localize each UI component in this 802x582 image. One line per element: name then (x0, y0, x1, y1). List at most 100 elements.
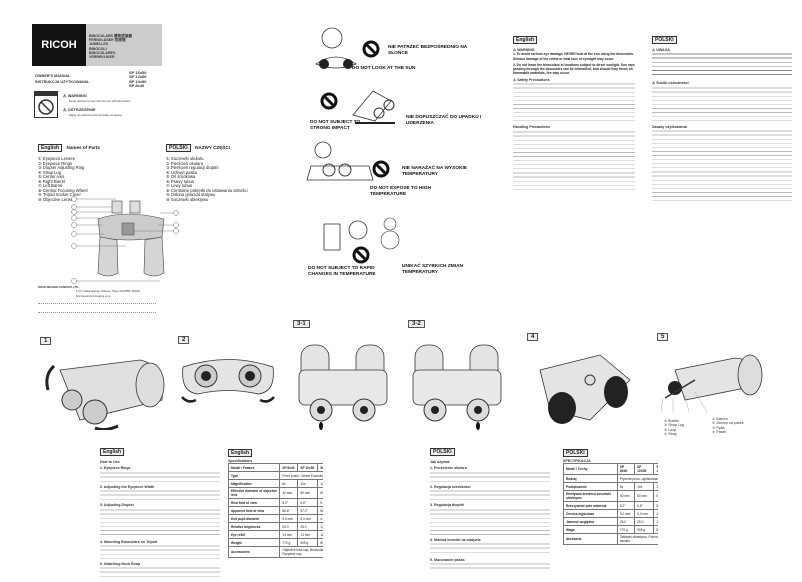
warning-title-text: WARNING (67, 93, 88, 98)
warning-temp-change-pl: UNIKAĆ SZYBKICH ZMIAN TEMPERATURY (402, 264, 464, 275)
product-name: BINOCULARES (89, 50, 116, 55)
brand-logo-block: RICOH (32, 24, 86, 66)
part-item: ① Eyepiece Lenses (38, 156, 75, 161)
prohibition-icon (352, 246, 370, 264)
figure-1-eyepiece-rings (45, 359, 165, 430)
spec-cell: 770 g (279, 538, 299, 548)
figure-2-eyepiece-width (181, 359, 275, 403)
spec-cell: 8x (616, 482, 636, 492)
figure-label: 5 (657, 333, 669, 341)
section-title: Specifications (228, 459, 253, 463)
spec-cell: Jasność względna (563, 517, 618, 527)
spec-cell: Rodzaj (563, 474, 618, 484)
howto-step: 3. Adjusting Diopter (100, 503, 135, 508)
figure-3-2-diopter (412, 344, 502, 430)
howto-step: 1. Pierścienie okularu (430, 466, 467, 471)
spec-cell: 57.0° (297, 506, 319, 516)
safety-heading: ⚠ Safety Precautions (513, 77, 550, 82)
spec-cell: 17.6 (317, 522, 323, 532)
handling-heading: Zasady użytkowania (652, 124, 687, 129)
spec-cell: 25.0 (297, 522, 319, 532)
warning-heat-en: DO NOT EXPOSE TO HIGH TEMPERATURE (370, 186, 431, 197)
spec-cell: Porro prism, Center Focusing (279, 471, 323, 481)
spec-cell: 25.0 (616, 517, 636, 527)
legend-item: ② Strap Lug (664, 423, 684, 428)
spec-cell: Źrenica wyjściowa (563, 509, 618, 519)
sun-binoculars-illustration (315, 27, 357, 69)
spec-cell: 10x (634, 482, 655, 492)
legend-item: ② Zaczep na pasek (712, 421, 744, 426)
howto-pl: POLSKI Jak używać 1. Pierścienie okularu… (430, 440, 550, 574)
spec-cell: 12x (653, 482, 658, 492)
spec-cell: 12x (317, 479, 323, 489)
spec-header: Model / Cechy (563, 463, 618, 476)
language-tag: POLSKI (652, 36, 677, 44)
legend-item: ① Buckle (664, 419, 680, 423)
howto-step: 4. Montaż lornetki na statywie (430, 537, 481, 542)
spec-cell: Pryzmat porro, ogniskowanie centralne (616, 474, 658, 484)
spec-cell: 905 g (297, 538, 319, 548)
spec-cell: Accessories (228, 546, 281, 559)
figure-label: 2 (178, 336, 190, 344)
spec-header: SP 12x50 (317, 463, 323, 473)
spec-cell: 8.2° (616, 501, 636, 511)
company-footer: RICOH IMAGING COMPANY, LTD. 1-3-6, Nakam… (38, 286, 156, 314)
spec-row: Powiększenie8x10x12x16x (563, 482, 658, 492)
warning-impact-pl: NIE DOPUSZCZAĆ DO UPADKU I UDERZENIA (406, 115, 482, 126)
spec-cell: Powiększenie (563, 482, 618, 492)
warning-text (652, 52, 792, 79)
spec-cell: 25.0 (279, 522, 299, 532)
spec-cell: Zaślepki obiektywu, Pokrowiec, Pasek, Za… (616, 533, 658, 546)
spec-header: SP 8x40 (279, 463, 299, 473)
spec-cell: Objective lens cap, Binocular case, Stra… (279, 546, 323, 559)
spec-cell: 40 mm (616, 490, 636, 503)
product-name: FERNGLÄSER 双筒镜 (89, 38, 126, 43)
spec-cell: Real field of view (228, 498, 281, 508)
spec-header: SP 10X50 (634, 463, 655, 476)
spec-cell: Efektywna średnica soczewki obiektywu (563, 490, 618, 503)
warning-sun-en: DO NOT LOOK AT THE SUN (352, 66, 416, 71)
spec-cell: 5.0 mm (616, 509, 636, 519)
language-tag: POLSKI (430, 448, 455, 456)
part-item: ③ Diopter Adjusting Ring (38, 165, 85, 170)
howto-en: English How to Use 1. Eyepiece Rings 2. … (100, 440, 220, 582)
part-item: ④ Strap Lug (38, 169, 62, 175)
spec-cell: Type (228, 471, 281, 481)
spec-cell: Apparent field of view (228, 506, 281, 516)
manual-title-pl: INSTRUKCJA UŻYTKOWANIA (35, 80, 89, 84)
language-tag: English (228, 449, 253, 457)
safety-heading-text: Środki ostrożności (656, 81, 689, 86)
spec-header: SP 12X50 (653, 463, 658, 476)
handling-text (652, 129, 792, 202)
spec-cell: Weight (228, 538, 281, 548)
part-item: ⑤ Center Axis (38, 174, 65, 179)
figure-label: 4 (527, 333, 539, 341)
section-title: Names of Parts (66, 145, 100, 150)
figure-3-1-diopter (298, 344, 388, 430)
section-title: NAZWY CZĘŚCI (195, 145, 230, 150)
safety-text (513, 82, 635, 123)
part-item: ② Pierścień okularu (166, 160, 204, 166)
parts-en: English Names of Parts ① Eyepiece Lenses… (38, 136, 100, 202)
howto-step: 3. Regulacja dioptrii (430, 503, 465, 508)
handling-heading: Handling Precautions (513, 125, 550, 130)
language-tag: POLSKI (563, 449, 588, 457)
handling-text (513, 129, 635, 192)
language-tag: English (513, 36, 538, 44)
spec-cell: 50 mm (297, 487, 319, 500)
binocular-parts-diagram (71, 196, 179, 284)
figure-label: 3-1 (293, 320, 310, 328)
spec-cell: 5.0 mm (634, 509, 655, 519)
product-name: BINOCULARS 雙筒望遠鏡 (89, 34, 132, 38)
figure-label: 3-2 (408, 320, 425, 328)
